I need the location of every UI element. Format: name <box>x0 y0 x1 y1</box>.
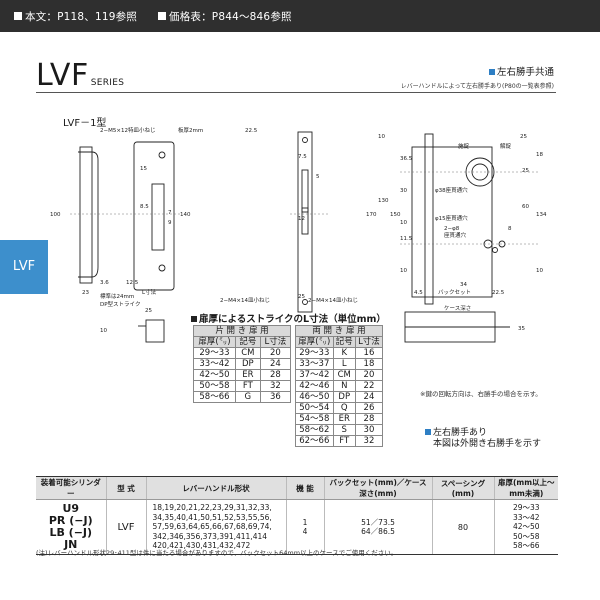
body-ref: 本文：P118、119参照 <box>14 9 137 24</box>
dim-3-6: 3.6 <box>100 280 109 286</box>
dim-130: 130 <box>378 198 389 204</box>
dim-23: 23 <box>82 290 89 296</box>
technical-drawing: 2−M5×12特皿小ねじ 板厚2mm 標準は24mm DP型ストライク L寸法 … <box>50 126 547 343</box>
hole8-label: 2−φ8 <box>444 226 460 232</box>
rotation-note: ※鍵の回転方向は、右勝手の場合を示す。 <box>420 390 542 398</box>
screw-label-1: 2−M5×12特皿小ねじ <box>100 126 155 134</box>
dim-4-5: 4.5 <box>414 290 423 296</box>
spec-table: 装着可能シリンダー 型 式 レバーハンドル形状 機 能 バックセット(mm)／ケ… <box>36 476 558 555</box>
single-heading: 片 開 き 扉 用 <box>193 325 291 337</box>
dim-7: 7 <box>168 210 172 216</box>
hole8b-label: 座貫通穴 <box>444 231 467 239</box>
lock-label: 施錠 <box>458 142 470 150</box>
handing-note: 左右勝手あり 本図は外開き右勝手を示す <box>425 428 541 450</box>
dim-8: 8 <box>508 226 512 232</box>
spacing-cell: 80 <box>431 499 494 555</box>
door-thickness-list: 29〜33 33〜42 42〜50 50〜58 58〜66 <box>493 499 558 555</box>
dim-12: 12 <box>298 216 305 222</box>
dim-170: 170 <box>366 212 377 218</box>
dim-140: 140 <box>180 212 191 218</box>
dim-15: 15 <box>140 166 147 172</box>
l-dimension-label: L寸法 <box>142 288 157 296</box>
dim-36-5: 36.5 <box>400 156 413 162</box>
plate-thickness-label: 板厚2mm <box>178 126 203 134</box>
dim-60: 60 <box>522 204 529 210</box>
dim-10: 10 <box>378 134 385 140</box>
cylinder-list: U9 PR (−J) LB (−J) JN <box>36 499 106 555</box>
standard-label: 標準は24mm <box>100 292 134 300</box>
unlock-label: 解錠 <box>500 142 512 150</box>
dim-10b: 10 <box>400 220 407 226</box>
dim-134: 134 <box>536 212 547 218</box>
dim-5: 5 <box>316 174 320 180</box>
dim-25d: 25 <box>520 134 527 140</box>
dim-18: 18 <box>536 152 543 158</box>
dim-34: 34 <box>460 282 467 288</box>
dim-10c: 10 <box>536 268 543 274</box>
reference-bar: 本文：P118、119参照 価格表：P844～846参照 <box>0 0 600 32</box>
case-depth-label: ケース深さ <box>444 304 471 312</box>
hole38-label: φ38座貫通穴 <box>435 186 468 194</box>
dim-22-5: 22.5 <box>245 128 258 134</box>
function-list: 1 4 <box>285 499 324 555</box>
dim-11-5: 11.5 <box>400 236 413 242</box>
dim-25: 25 <box>145 308 152 314</box>
dim-7-5: 7.5 <box>298 154 307 160</box>
dim-150: 150 <box>390 212 401 218</box>
dim-25c: 25 <box>522 168 529 174</box>
hole15-label: φ15座貫通穴 <box>435 214 468 222</box>
side-index-tab: LVF <box>0 240 48 294</box>
dim-35: 35 <box>518 326 525 332</box>
dim-100: 100 <box>50 212 61 218</box>
strike-table-title: 扉厚によるストライクのL寸法（単位mm） <box>191 311 386 325</box>
hand-notes: 左右勝手共通 レバーハンドルによって左右勝手あり(P80の一覧表参照) <box>400 67 554 90</box>
dim-8-5: 8.5 <box>140 204 149 210</box>
backset-label: バックセット <box>438 289 471 296</box>
double-heading: 両 開 き 扉 用 <box>295 325 383 337</box>
header-divider <box>36 92 556 93</box>
dim-12-5: 12.5 <box>126 280 139 286</box>
backset-list: 51／73.5 64／86.5 <box>323 499 432 555</box>
dim-10e: 10 <box>100 328 107 334</box>
dp-strike-label: DP型ストライク <box>100 300 140 308</box>
screw-label-2: 2−M4×14皿小ねじ <box>220 296 270 304</box>
dim-30: 30 <box>400 188 407 194</box>
dim-10d: 10 <box>400 268 407 274</box>
lever-list: 18,19,20,21,22,23,29,31,32,33, 34,35,40,… <box>145 499 286 555</box>
price-ref: 価格表：P844～846参照 <box>158 9 292 24</box>
table-row: U9 PR (−J) LB (−J) JN LVF 18,19,20,21,22… <box>36 499 558 555</box>
screw-label-3: 2−M4×14皿小ねじ <box>308 296 358 304</box>
model-cell: LVF <box>105 499 146 555</box>
dim-9: 9 <box>168 220 172 226</box>
footnote: (注)レバーハンドル形状29･411型は件に当たる場合がありますので、バックセッ… <box>36 549 398 557</box>
dim-22-5b: 22.5 <box>492 290 505 296</box>
model-label: LVF－1型 <box>63 118 107 129</box>
dim-25b: 25 <box>298 294 305 300</box>
